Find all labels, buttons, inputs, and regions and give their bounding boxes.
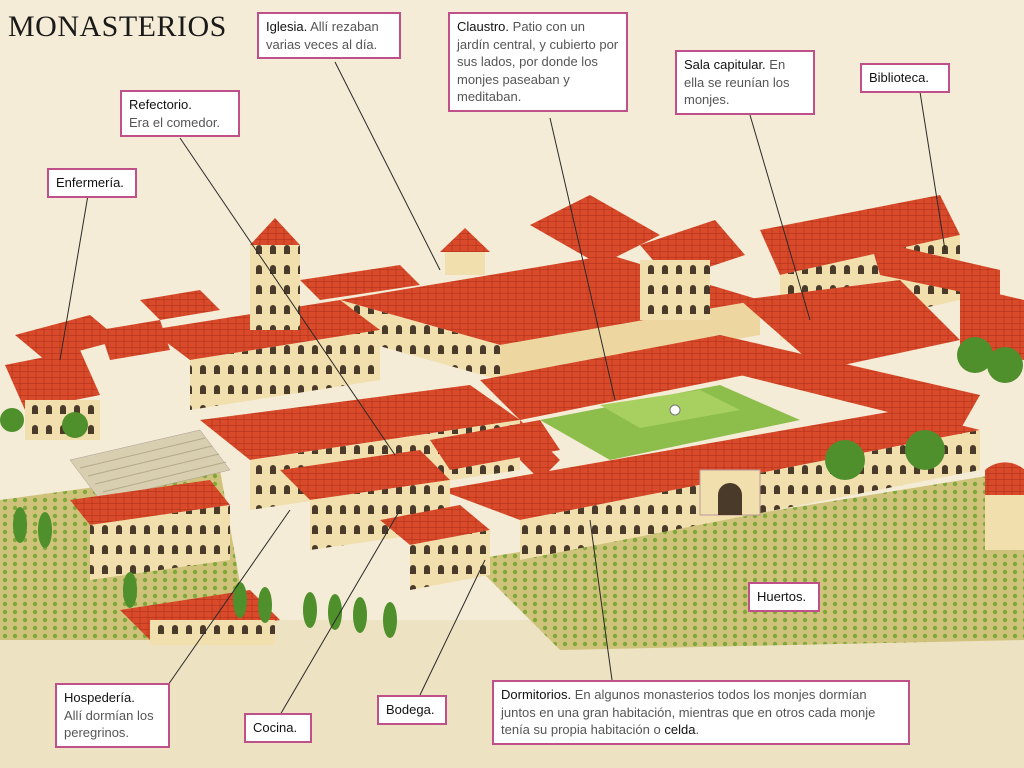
label-name: Enfermería.	[56, 175, 124, 190]
label-dormitorios: Dormitorios. En algunos monasterios todo…	[492, 680, 910, 745]
label-bodega: Bodega.	[377, 695, 447, 725]
label-claustro: Claustro. Patio con un jardín central, y…	[448, 12, 628, 112]
leader-lines	[59, 61, 946, 716]
label-desc: Allí dormían los peregrinos.	[64, 707, 154, 741]
cloister-east-gallery	[720, 335, 980, 430]
label-emphasis: celda	[664, 722, 696, 738]
label-enfermeria: Enfermería.	[47, 168, 137, 198]
trees	[0, 337, 1023, 638]
chapter-house-roof	[740, 280, 960, 370]
cellar-roof	[430, 420, 560, 470]
label-desc: Allí rezaban varias veces al día.	[266, 19, 379, 52]
label-biblioteca: Biblioteca.	[860, 63, 950, 93]
label-name: Hospedería.	[64, 690, 135, 705]
page-title: MONASTERIOS	[8, 10, 227, 43]
dormitory-roof	[440, 410, 980, 520]
label-hospederia: Hospedería. Allí dormían los peregrinos.	[55, 683, 170, 748]
huertos-field	[470, 470, 1024, 650]
label-name: Huertos.	[757, 589, 807, 604]
label-cocina: Cocina.	[244, 713, 312, 743]
label-desc: En algunos monasterios todos los monjes …	[501, 687, 876, 738]
label-desc: Patio con un jardín central, y cubierto …	[457, 19, 619, 105]
label-name: Dormitorios.	[501, 687, 572, 702]
label-sala-capitular: Sala capitular. En ella se reunían los m…	[675, 50, 815, 115]
label-name: Sala capitular.	[684, 57, 766, 72]
label-huertos: Huertos.	[748, 582, 820, 612]
guesthouse-roof	[70, 480, 230, 525]
label-name: Refectorio.	[129, 97, 192, 112]
infirmary-roof	[15, 315, 120, 360]
label-iglesia: Iglesia. Allí rezaban varias veces al dí…	[257, 12, 401, 60]
label-name: Cocina.	[253, 720, 298, 735]
label-desc: En ella se reunían los monjes.	[684, 57, 790, 108]
label-name: Iglesia.	[266, 19, 308, 34]
label-end: .	[695, 722, 700, 738]
label-desc: Era el comedor.	[129, 114, 221, 130]
cloister-north-gallery	[480, 335, 770, 420]
refectory-roof	[200, 385, 520, 460]
label-name: Claustro.	[457, 19, 510, 34]
library-roof	[760, 195, 960, 275]
bell-tower	[250, 245, 300, 330]
label-name: Biblioteca.	[869, 70, 929, 85]
label-refectorio: Refectorio. Era el comedor.	[120, 90, 240, 138]
kitchen-roof	[280, 450, 450, 500]
label-name: Bodega.	[386, 702, 435, 717]
